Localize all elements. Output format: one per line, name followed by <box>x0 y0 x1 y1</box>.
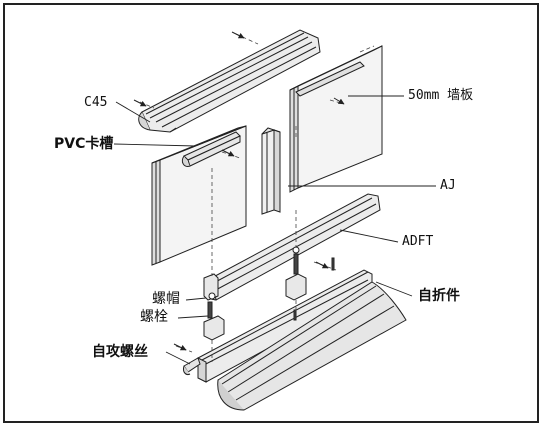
right-nut-cap <box>292 246 300 275</box>
label-adft: ADFT <box>402 234 434 249</box>
pvc-slot-profile <box>181 131 241 167</box>
left-nut-cap <box>203 273 219 301</box>
label-nut-cap: 螺帽 <box>152 291 180 307</box>
label-pvc-slot: PVC卡槽 <box>54 136 114 152</box>
label-tapping-screw: 自攻螺丝 <box>92 344 148 360</box>
label-c45: C45 <box>84 95 108 110</box>
aj-post <box>261 127 281 215</box>
leader-lines <box>113 95 436 365</box>
left-wall-panel <box>151 125 247 266</box>
label-bent-part: 自折件 <box>418 288 460 304</box>
label-bolt: 螺栓 <box>140 309 168 325</box>
bottom-cove-profile <box>217 281 407 411</box>
assembly-arrows <box>133 31 345 351</box>
left-bolt-block <box>203 315 225 341</box>
left-bolt <box>207 301 213 319</box>
right-wall-panel <box>289 45 383 193</box>
right-bolt-block <box>285 273 307 301</box>
right-screw <box>293 257 335 321</box>
label-wall-panel: 50mm 墙板 <box>408 88 474 103</box>
c45-top-profile <box>138 29 321 133</box>
left-bottom-bracket <box>183 357 201 375</box>
label-aj: AJ <box>440 178 456 193</box>
